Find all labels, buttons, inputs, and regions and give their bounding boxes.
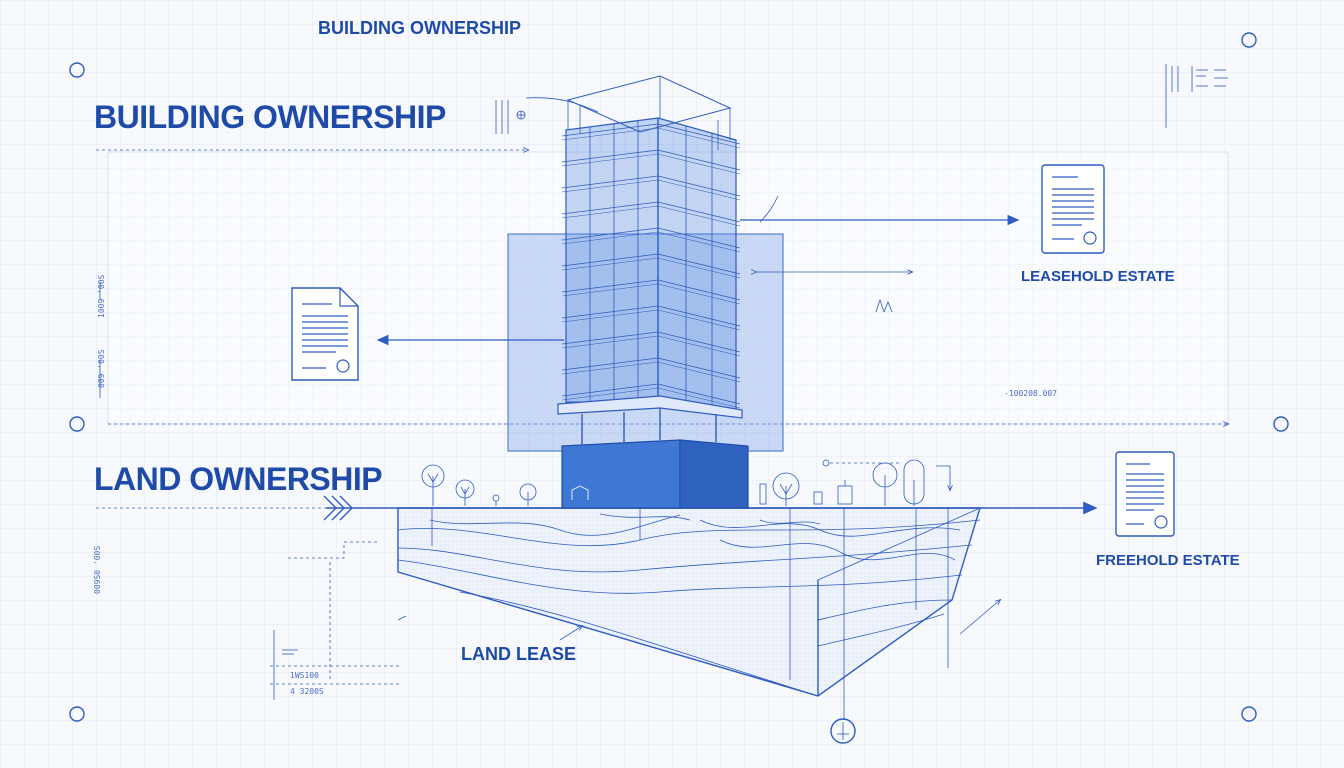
tree-icon (903, 459, 925, 506)
annotation-left-upper: 1009 '00S (97, 274, 106, 318)
compass-icon (830, 718, 856, 744)
site-elements (421, 459, 950, 506)
arrow-fletching-icon (323, 495, 353, 521)
document-icon (1041, 164, 1105, 254)
annotation-left-lower: 009S0 '00S (93, 546, 102, 594)
tree-icon (519, 483, 537, 506)
registration-marks (69, 32, 1289, 722)
post-icon (759, 483, 767, 505)
building-tower (557, 75, 743, 446)
tree-icon (455, 479, 475, 506)
leader-curve (759, 195, 779, 223)
post-icon (492, 494, 500, 506)
registration-circle-icon (1273, 416, 1289, 432)
registration-circle-icon (1241, 32, 1257, 48)
land-lease-label: LAND LEASE (461, 644, 576, 664)
freehold-estate-label: FREEHOLD ESTATE (1096, 552, 1240, 569)
registration-circle-icon (1241, 706, 1257, 722)
leasehold-estate-label: LEASEHOLD ESTATE (1021, 268, 1175, 285)
tree-icon (772, 472, 800, 506)
annotation-mid-right: -100208.007 (1004, 389, 1057, 398)
building-ownership-heading: BUILDING OWNERSHIP (94, 99, 446, 135)
ground-dimensions (288, 541, 1000, 680)
tree-icon (421, 464, 445, 506)
annotation-bottom-left-1: 1WS100 (290, 671, 319, 680)
document-icon (1115, 451, 1175, 537)
registration-circle-icon (69, 416, 85, 432)
left-ticks (99, 282, 400, 700)
annotation-left-mid: 009 '00S (97, 349, 106, 388)
document-icon (291, 287, 359, 381)
post-icon (813, 491, 823, 505)
detail-glyph (495, 100, 526, 134)
building-podium (561, 439, 749, 509)
legend-glyph (1165, 64, 1228, 128)
post-icon (837, 480, 853, 505)
top-title: BUILDING OWNERSHIP (318, 18, 521, 38)
leader-curve (525, 97, 599, 113)
ground-block (397, 507, 981, 720)
annotation-bottom-left-2: 4 3200S (290, 687, 324, 696)
land-ownership-heading: LAND OWNERSHIP (94, 461, 382, 497)
registration-circle-icon (69, 62, 85, 78)
registration-circle-icon (69, 706, 85, 722)
small-marker-icon (875, 298, 893, 313)
